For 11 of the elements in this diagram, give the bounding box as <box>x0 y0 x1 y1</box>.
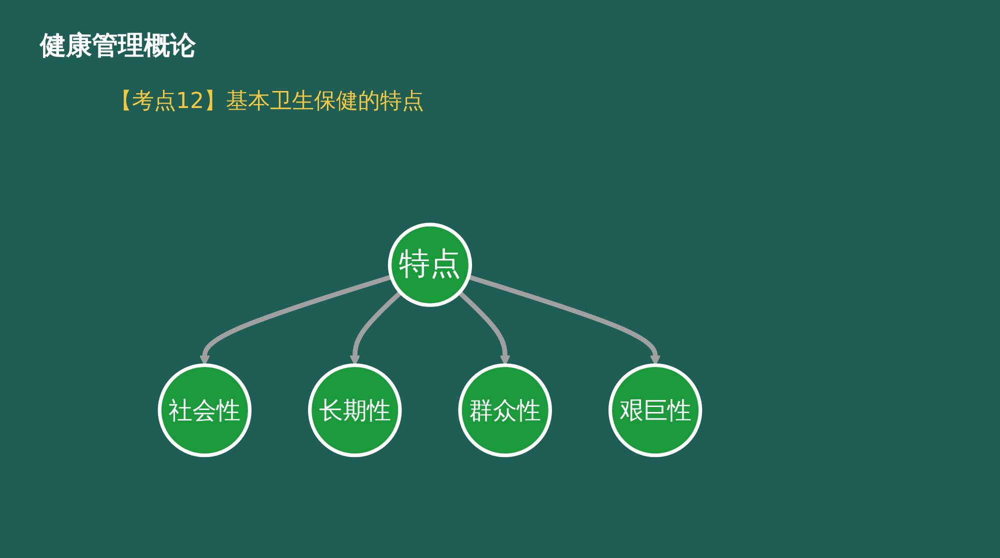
node-circle: 长期性 <box>308 363 402 458</box>
node-circle: 社会性 <box>158 363 252 458</box>
node-circle: 群众性 <box>458 363 552 458</box>
arrow <box>350 290 402 366</box>
title: 健康管理概论 <box>40 30 196 63</box>
node-circle: 艰巨性 <box>608 363 702 458</box>
arrow <box>199 274 392 366</box>
arrow <box>458 290 510 366</box>
arrow <box>468 274 661 366</box>
node-circle: 特点 <box>388 222 472 307</box>
subtitle: 【考点12】基本卫生保健的特点 <box>110 88 424 116</box>
